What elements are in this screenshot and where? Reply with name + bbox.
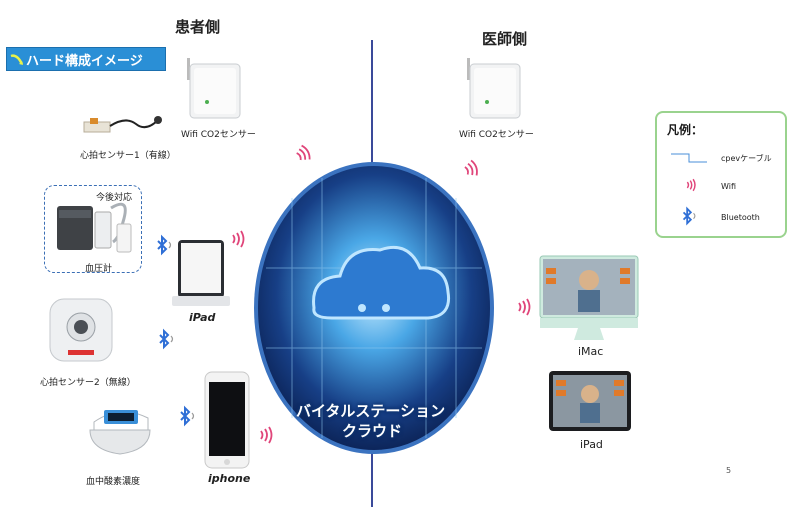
section-badge: ハード構成イメージ <box>6 47 166 71</box>
wifi-icon <box>256 424 276 450</box>
wifi-icon <box>683 177 699 197</box>
doctor-imac <box>538 254 640 344</box>
legend-title: 凡例： <box>667 123 704 137</box>
patient-iphone <box>203 370 251 470</box>
blood-pressure-monitor <box>53 198 137 256</box>
doctor-ipad-label: iPad <box>580 438 603 451</box>
heart-sensor-wireless-label: 心拍センサー2（無線） <box>40 378 136 388</box>
blood-pressure-group <box>44 185 142 273</box>
spo2-label: 血中酸素濃度 <box>86 477 141 487</box>
cable-line-icon <box>669 149 709 168</box>
cloud-title-line1: バイタルステーション <box>296 402 446 420</box>
patient-iphone-label: iphone <box>208 472 251 485</box>
heart-sensor-wired <box>76 106 166 146</box>
doctor-side-title: 医師側 <box>482 30 528 48</box>
doctor-co2-label: Wifi CO2センサー <box>459 130 534 140</box>
bluetooth-icon <box>176 405 198 431</box>
spo2-oximeter <box>84 400 156 460</box>
legend-cable-label: cpevケーブル <box>721 154 772 163</box>
patient-side-title: 患者側 <box>175 18 221 36</box>
doctor-co2-sensor <box>464 50 524 124</box>
future-support-label: 今後対応 <box>96 193 133 203</box>
wifi-icon <box>228 228 248 254</box>
vital-station-cloud: バイタルステーション クラウド <box>252 158 496 458</box>
wifi-icon <box>460 158 482 184</box>
badge-label: ハード構成イメージ <box>26 53 143 69</box>
bluetooth-icon <box>155 328 177 354</box>
patient-ipad <box>172 236 230 308</box>
legend-wifi-label: Wifi <box>721 182 736 191</box>
bluetooth-icon <box>679 206 699 230</box>
patient-co2-sensor <box>184 50 244 124</box>
legend-box: 凡例： cpevケーブル Wifi Bluetooth <box>655 111 787 238</box>
bluetooth-icon <box>153 234 175 260</box>
page-number: 5 <box>726 466 732 475</box>
cloud-title-line2: クラウド <box>342 422 403 440</box>
patient-ipad-label: iPad <box>189 311 216 324</box>
doctor-ipad <box>548 370 632 432</box>
badge-arrow-icon <box>10 52 24 66</box>
patient-co2-label: Wifi CO2センサー <box>181 130 256 140</box>
heart-sensor-wireless <box>46 295 116 365</box>
wifi-icon <box>514 296 534 322</box>
wifi-icon <box>292 143 314 169</box>
heart-sensor-wired-label: 心拍センサー1（有線） <box>80 151 176 161</box>
legend-bluetooth-label: Bluetooth <box>721 213 760 222</box>
blood-pressure-label: 血圧計 <box>85 264 113 274</box>
imac-label: iMac <box>578 345 604 358</box>
